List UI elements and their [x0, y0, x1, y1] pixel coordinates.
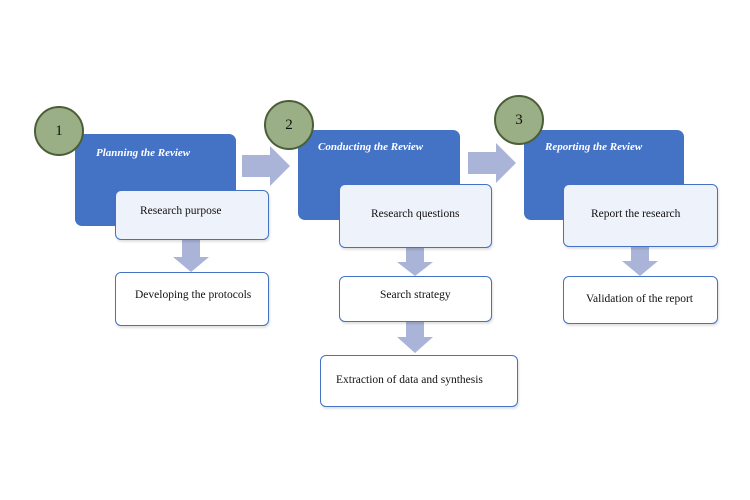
step-arrow-1-1: [173, 240, 209, 272]
phase-1-title: Planning the Review: [96, 147, 191, 159]
step-research-purpose: Research purpose: [115, 190, 269, 240]
step-arrow-2-2: [397, 322, 433, 353]
phase-3-title: Reporting the Review: [545, 141, 643, 153]
step-label: Search strategy: [380, 289, 451, 301]
step-arrow-3-1: [622, 247, 658, 276]
step-label: Research questions: [371, 208, 460, 220]
step-extraction-synthesis: Extraction of data and synthesis: [320, 355, 518, 407]
step-label: Developing the protocols: [135, 289, 252, 301]
phase-3-number-badge: 3: [494, 95, 544, 145]
step-label: Validation of the report: [586, 293, 693, 305]
step-report-research: Report the research: [563, 184, 718, 247]
step-search-strategy: Search strategy: [339, 276, 492, 322]
step-research-questions: Research questions: [339, 184, 492, 248]
step-arrow-2-1: [397, 248, 433, 276]
step-label: Extraction of data and synthesis: [336, 374, 483, 386]
phase-2-number-badge: 2: [264, 100, 314, 150]
step-developing-protocols: Developing the protocols: [115, 272, 269, 326]
step-label: Report the research: [591, 208, 681, 220]
phase-1-number-badge: 1: [34, 106, 84, 156]
phase-2-to-3-arrow: [468, 143, 516, 183]
step-validation-report: Validation of the report: [563, 276, 718, 324]
phase-1-to-2-arrow: [242, 146, 290, 186]
phase-2-title: Conducting the Review: [318, 141, 424, 153]
step-label: Research purpose: [140, 205, 222, 217]
